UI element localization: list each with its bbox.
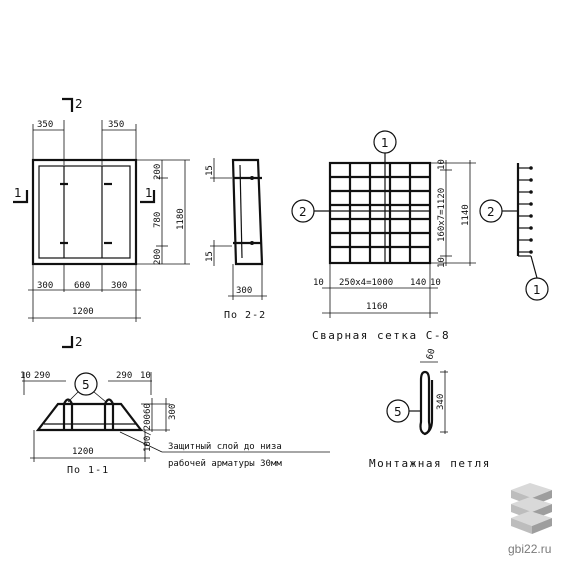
mesh-title: Сварная сетка С-8 (312, 329, 450, 342)
section-cut-mark-bottom (62, 336, 74, 349)
dim-1140: 1140 (461, 204, 471, 226)
watermark-text[interactable]: gbi22.ru (508, 542, 551, 556)
mesh-callout-1-side-label: 1 (533, 283, 541, 297)
lifting-loop-left (62, 398, 74, 430)
dim-10-left: 10 (313, 278, 324, 288)
section-1-1-title: По 1-1 (67, 465, 109, 476)
site-logo (511, 483, 552, 534)
section-mark-side-label-left: 1 (14, 186, 22, 200)
loop-shape (419, 370, 431, 436)
dim-290-right: 290 (116, 371, 132, 381)
dim-15-top: 15 (205, 165, 215, 176)
section-2-2: 15 15 300 По 2-2 (205, 158, 267, 321)
dim-100-200: 100/200 (143, 414, 153, 452)
dim-1180: 1180 (176, 208, 186, 230)
dim-60-loop: 60 (425, 348, 437, 361)
dim-250x4: 250х4=1000 (339, 278, 393, 288)
dim-1160: 1160 (366, 302, 388, 312)
section-cut-mark-right (140, 190, 156, 204)
dim-10-right: 10 (430, 278, 441, 288)
dim-300-section: 300 (236, 286, 252, 296)
loop-title: Монтажная петля (369, 457, 491, 470)
section-2-2-title: По 2-2 (224, 310, 266, 321)
dim-1200-s11: 1200 (72, 447, 94, 457)
plan-view: 2 350 350 1 1 200 780 200 118 (13, 97, 190, 349)
mesh-callout-1-label: 1 (381, 136, 389, 150)
callout-5-section-label: 5 (82, 378, 90, 392)
cover-note-line1: Защитный слой до низа (168, 442, 282, 452)
dim-300-s11: 300 (168, 404, 178, 420)
section-cut-mark-top (62, 97, 74, 112)
mesh-grid (328, 161, 432, 265)
section-mark-side-label-right: 1 (145, 186, 153, 200)
dim-200-top: 200 (153, 164, 163, 180)
dim-10-top: 10 (437, 159, 447, 170)
dim-350-left: 350 (37, 120, 53, 130)
dim-10-s11-left: 10 (20, 371, 31, 381)
dim-300-left: 300 (37, 281, 53, 291)
dim-10-bottom: 10 (437, 257, 447, 268)
mounting-loop: 60 340 5 Монтажная петля (369, 348, 491, 470)
mesh-callout-2-label: 2 (299, 205, 307, 219)
dim-780: 780 (153, 212, 163, 228)
dim-600: 600 (74, 281, 90, 291)
dim-350-right: 350 (108, 120, 124, 130)
section-1-1: 10 290 290 10 5 60 100/200 300 1200 По 1… (20, 371, 330, 476)
mesh-callout-1-side (525, 277, 549, 301)
loop-callout-5-label: 5 (394, 405, 402, 419)
section-2-2-outline (231, 158, 264, 266)
cover-note-line2: рабочей арматуры 30мм (168, 458, 282, 469)
lifting-loop-right (103, 398, 115, 430)
dim-15-bottom: 15 (205, 251, 215, 262)
slab-plan-outline (31, 158, 138, 266)
section-cut-mark-left (13, 190, 29, 204)
dim-160x7: 160х7=1120 (437, 188, 447, 242)
section-1-1-outline (35, 402, 144, 432)
section-1-1-callout-5 (74, 372, 98, 396)
mesh-callout-2-side-label: 2 (487, 205, 495, 219)
dim-10-s11-right: 10 (140, 371, 151, 381)
dim-60-side: 60 (143, 403, 153, 414)
dim-140: 140 (410, 278, 426, 288)
dim-200-bottom: 200 (153, 249, 163, 265)
dim-300-right: 300 (111, 281, 127, 291)
welded-mesh-c8: 1 2 10 160х7=1120 10 1140 10 250х4=1000 … (291, 130, 549, 342)
section-mark-top-label: 2 (75, 97, 83, 111)
dim-290-left: 290 (34, 371, 50, 381)
section-mark-bottom-label: 2 (75, 335, 83, 349)
dim-340: 340 (436, 394, 446, 410)
dim-1200-plan: 1200 (72, 307, 94, 317)
